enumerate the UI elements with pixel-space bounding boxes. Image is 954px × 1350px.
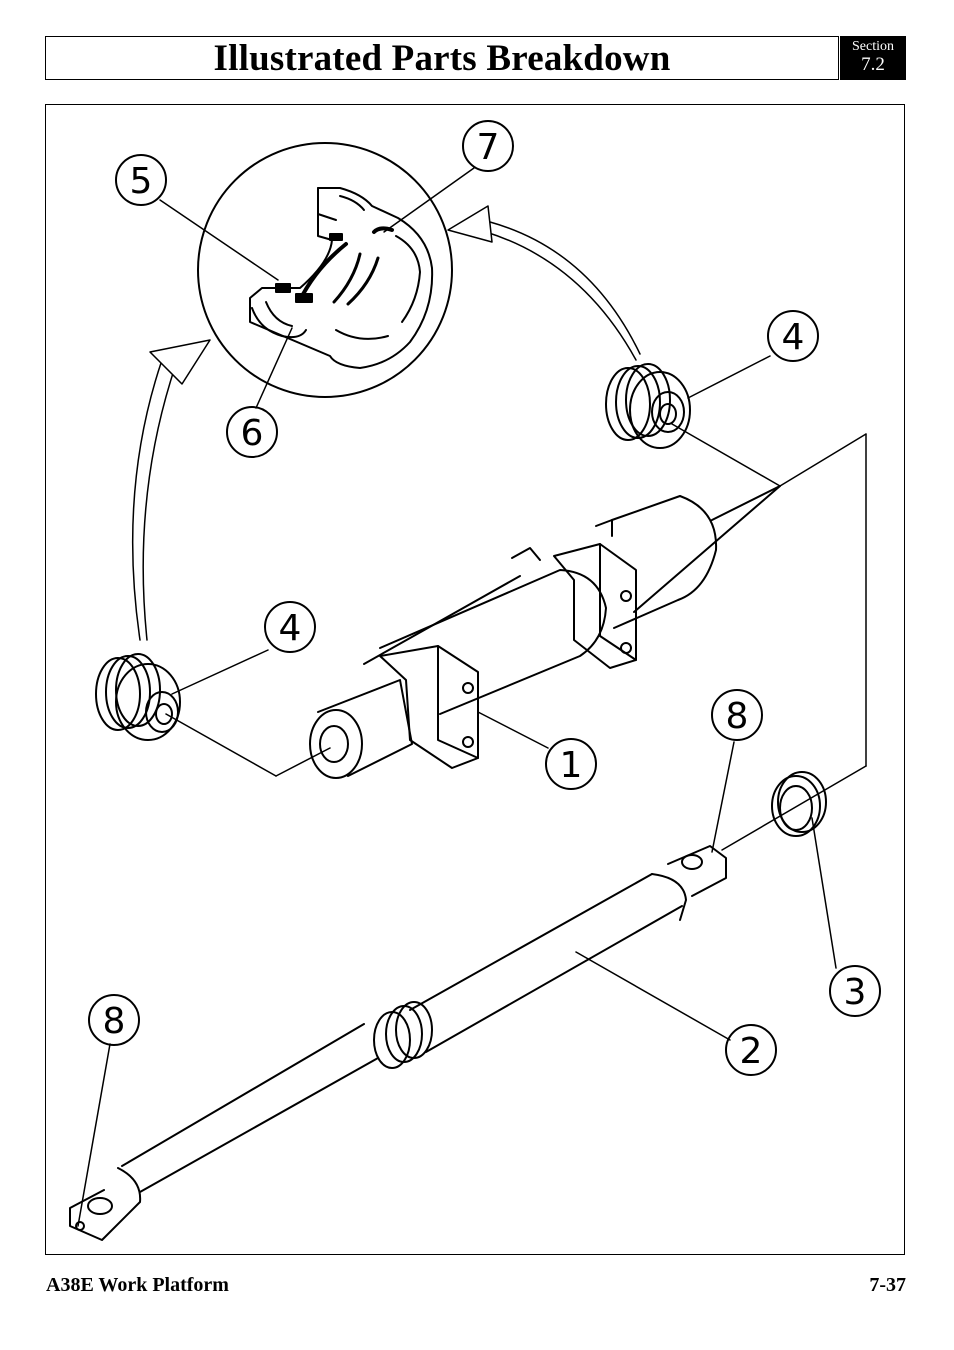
callout-8-lower-circle [88, 994, 140, 1046]
callout-5: 5 [130, 161, 153, 202]
footer-model: A38E Work Platform [46, 1274, 229, 1296]
callout-4-upper-circle [767, 310, 819, 362]
callout-8-lower: 8 [103, 1001, 126, 1042]
callout-1-circle [545, 738, 597, 790]
section-badge: Section 7.2 [840, 36, 906, 80]
callout-5-circle [115, 154, 167, 206]
callout-8-upper-circle [711, 689, 763, 741]
callout-3-circle [829, 965, 881, 1017]
callout-6: 6 [241, 413, 264, 454]
callout-7: 7 [477, 127, 500, 168]
footer-page-number: 7-37 [869, 1274, 906, 1296]
callout-2-circle [725, 1024, 777, 1076]
callout-balloons [88, 120, 881, 1076]
cylinder-rod [69, 845, 727, 1241]
title-box: Illustrated Parts Breakdown [45, 36, 839, 80]
detail-arrows [131, 205, 641, 641]
seal-detail-view [197, 142, 453, 398]
cylinder-barrel [309, 485, 781, 779]
page-header: Illustrated Parts Breakdown Section 7.2 [45, 36, 906, 80]
page-title: Illustrated Parts Breakdown [213, 37, 671, 79]
callout-4-lower-circle [264, 601, 316, 653]
gland-upper [605, 363, 691, 449]
callout-1: 1 [560, 745, 583, 786]
wiper-seal [771, 771, 827, 837]
leader-lines [77, 167, 867, 1227]
callout-8-upper: 8 [726, 696, 749, 737]
callout-7-circle [462, 120, 514, 172]
gland-lower [95, 653, 181, 741]
diagram-frame [45, 104, 905, 1255]
callout-2: 2 [740, 1031, 763, 1072]
section-number: 7.2 [861, 54, 885, 75]
callout-3: 3 [844, 972, 867, 1013]
callout-6-circle [226, 406, 278, 458]
section-label: Section [852, 39, 894, 54]
callout-4-lower: 4 [279, 608, 302, 649]
callout-4-upper: 4 [782, 317, 805, 358]
